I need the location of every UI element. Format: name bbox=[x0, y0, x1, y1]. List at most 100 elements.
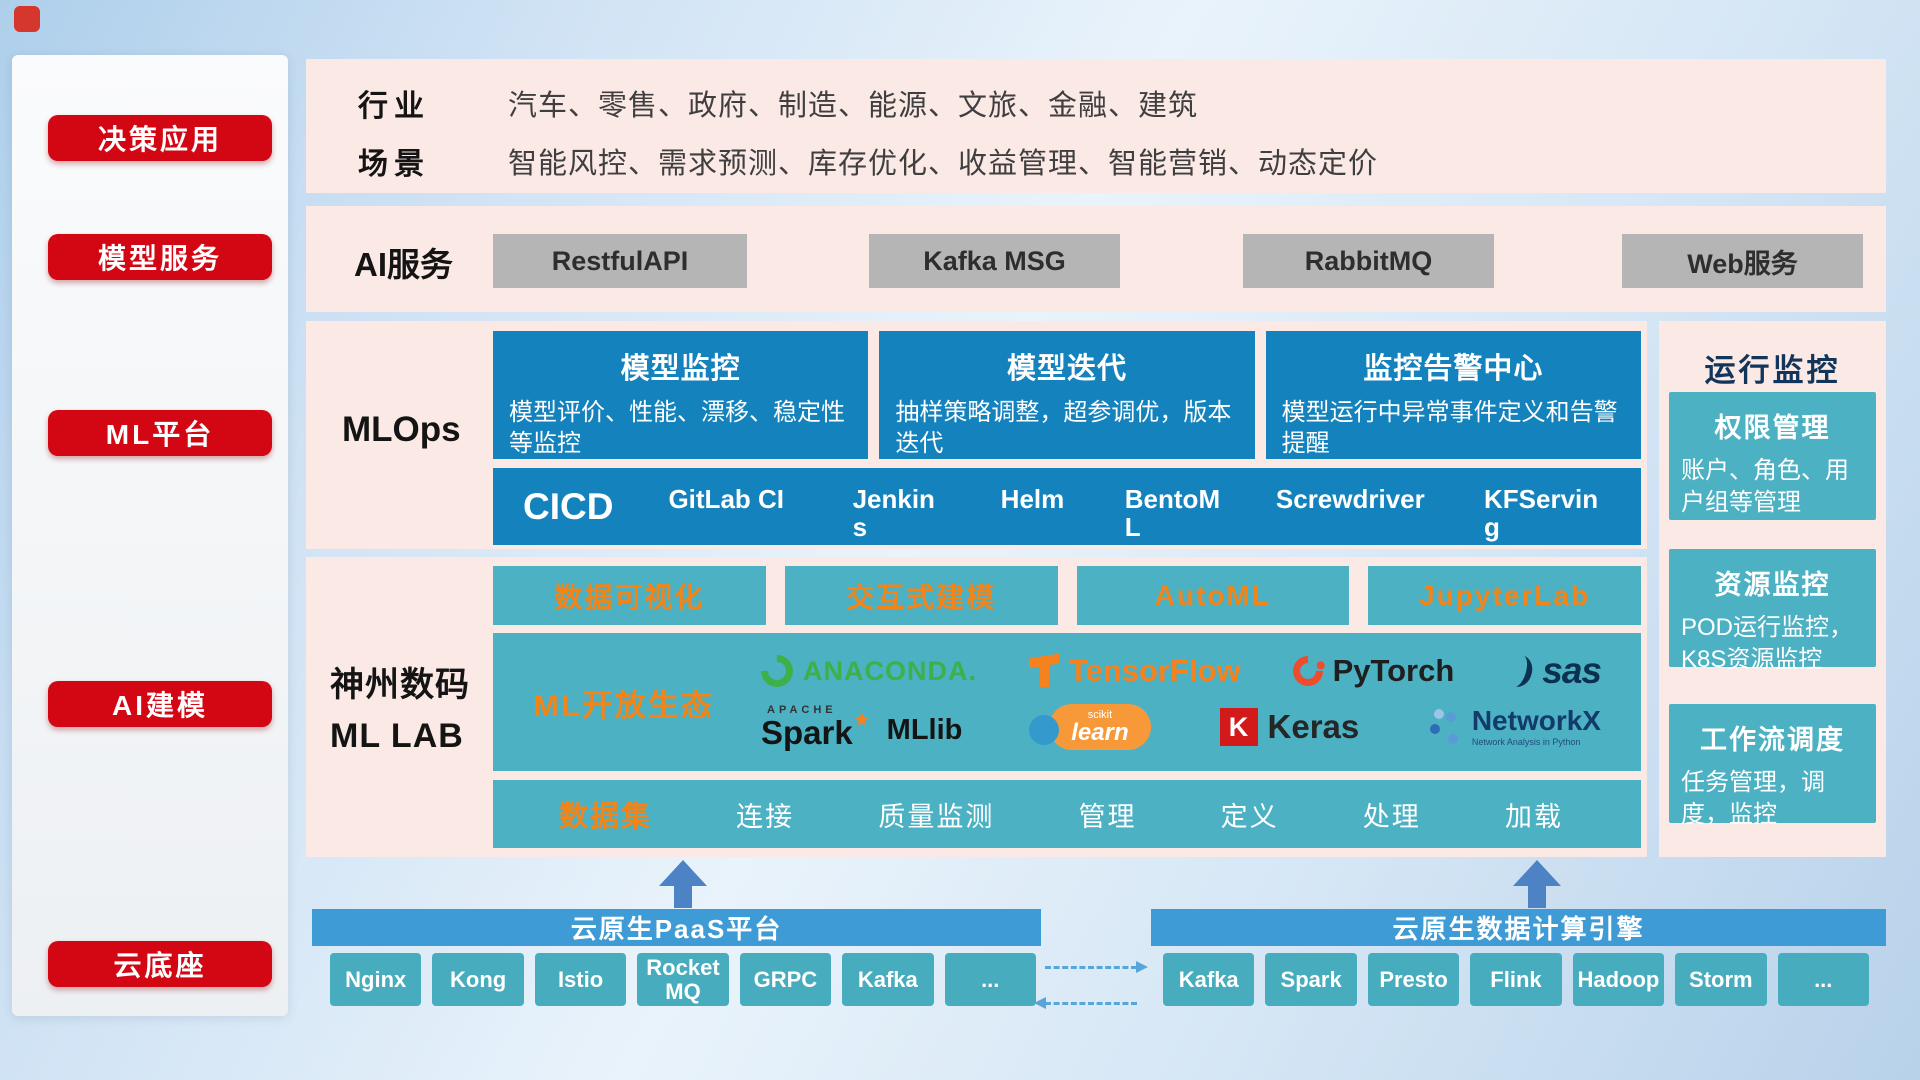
card-title: 资源监控 bbox=[1714, 570, 1831, 600]
industry-value: 汽车、零售、政府、制造、能源、文旅、金融、建筑 bbox=[508, 90, 1199, 122]
service-kafka-msg: Kafka MSG bbox=[869, 234, 1120, 288]
service-rabbitmq: RabbitMQ bbox=[1243, 234, 1494, 288]
tool-interactive-modeling: 交互式建模 bbox=[784, 566, 1058, 625]
pytorch-logo: PyTorch bbox=[1286, 649, 1455, 693]
dataset-process: 处理 bbox=[1362, 801, 1421, 832]
decision-application-panel: 行业 汽车、零售、政府、制造、能源、文旅、金融、建筑 场景 智能风控、需求预测、… bbox=[306, 59, 1886, 193]
layer-ai-modeling: AI建模 bbox=[48, 681, 272, 727]
paas-kafka: Kafka bbox=[842, 953, 934, 1006]
paas-components: Nginx Kong Istio RocketMQ GRPC Kafka ... bbox=[330, 953, 1036, 1006]
ml-ecosystem-label: ML开放生态 bbox=[533, 687, 714, 723]
scikit-learn-icon bbox=[1028, 715, 1059, 745]
card-model-iteration: 模型迭代 抽样策略调整，超参调优，版本迭代 bbox=[879, 331, 1255, 459]
industry-label: 行业 bbox=[358, 90, 430, 123]
arrow-head bbox=[659, 860, 707, 886]
logo-row-2: APACHE Spark MLlib scikit learn bbox=[761, 700, 1601, 754]
runtime-monitoring-panel: 运行监控 权限管理 账户、角色、用户组等管理 资源监控 POD运行监控，K8S资… bbox=[1659, 321, 1886, 857]
arrow-head bbox=[1513, 860, 1561, 886]
engine-hadoop: Hadoop bbox=[1572, 953, 1665, 1006]
cicd-bentoml: BentoML bbox=[1124, 484, 1221, 543]
card-title: 工作流调度 bbox=[1700, 725, 1845, 755]
sas-icon bbox=[1502, 652, 1537, 690]
mllab-label-line1: 神州数码 bbox=[330, 666, 470, 704]
networkx-logo: NetworkX Network Analysis in Python bbox=[1426, 707, 1601, 747]
paas-more: ... bbox=[944, 953, 1036, 1006]
networkx-text: NetworkX bbox=[1471, 705, 1601, 736]
cicd-helm: Helm bbox=[1000, 484, 1065, 514]
scikit-learn-logo: scikit learn bbox=[1028, 700, 1153, 754]
layer-cloud-base: 云底座 bbox=[48, 941, 272, 987]
runtime-monitoring-title: 运行监控 bbox=[1704, 353, 1841, 388]
engine-presto: Presto bbox=[1367, 953, 1460, 1006]
card-desc: 账户、角色、用户组等管理 bbox=[1681, 457, 1849, 517]
layer-model-service: 模型服务 bbox=[48, 234, 272, 280]
layer-rail: 决策应用 模型服务 ML平台 AI建模 云底座 bbox=[12, 55, 288, 1016]
card-workflow-scheduler: 工作流调度 任务管理，调度，监控 bbox=[1669, 704, 1876, 828]
engine-spark: Spark bbox=[1265, 953, 1357, 1006]
keras-text: Keras bbox=[1267, 708, 1360, 745]
tool-automl: AutoML bbox=[1076, 566, 1350, 625]
layer-ml-platform: ML平台 bbox=[48, 410, 272, 456]
dataset-manage: 管理 bbox=[1078, 801, 1137, 832]
keras-icon: K bbox=[1219, 708, 1258, 746]
card-title: 模型监控 bbox=[620, 353, 741, 385]
dashed-arrow-right bbox=[1045, 961, 1148, 973]
card-resource-monitor: 资源监控 POD运行监控，K8S资源监控 bbox=[1669, 549, 1876, 673]
dataset-label: 数据集 bbox=[559, 801, 653, 833]
engine-storm: Storm bbox=[1675, 953, 1767, 1006]
mllab-tools: 数据可视化 交互式建模 AutoML JupyterLab bbox=[493, 566, 1641, 625]
card-desc: 模型评价、性能、漂移、稳定性等监控 bbox=[509, 399, 845, 458]
networkx-caption: Network Analysis in Python bbox=[1471, 737, 1581, 747]
ecosystem-logos: ANACONDA. TensorFlow PyTorch sas bbox=[754, 648, 1627, 754]
anaconda-text: ANACONDA. bbox=[803, 655, 977, 686]
networkx-textblock: NetworkX Network Analysis in Python bbox=[1472, 707, 1601, 747]
ml-ecosystem-panel: ML开放生态 ANACONDA. TensorFlow PyTorch bbox=[493, 633, 1641, 771]
arrow-stem bbox=[1528, 886, 1546, 908]
logo-row-1: ANACONDA. TensorFlow PyTorch sas bbox=[754, 648, 1602, 694]
scene-label: 场景 bbox=[358, 148, 430, 181]
spark-caption: APACHE bbox=[767, 704, 837, 716]
card-desc: POD运行监控，K8S资源监控 bbox=[1681, 614, 1854, 674]
paas-nginx: Nginx bbox=[330, 953, 422, 1006]
dataset-load: 加载 bbox=[1504, 801, 1563, 832]
card-model-monitoring: 模型监控 模型评价、性能、漂移、稳定性等监控 bbox=[493, 331, 869, 459]
scikit-learn-text: learn bbox=[1071, 719, 1129, 747]
scikit-learn-blob: scikit learn bbox=[1048, 704, 1151, 750]
pytorch-text: PyTorch bbox=[1332, 653, 1455, 688]
paas-grpc: GRPC bbox=[739, 953, 832, 1006]
engine-more: ... bbox=[1777, 953, 1869, 1006]
tool-jupyterlab: JupyterLab bbox=[1368, 566, 1641, 625]
engine-up-arrow bbox=[1513, 860, 1561, 908]
engine-kafka: Kafka bbox=[1163, 953, 1255, 1006]
card-desc: 模型运行中异常事件定义和告警提醒 bbox=[1281, 399, 1618, 458]
spark-mllib-logo: APACHE Spark MLlib bbox=[761, 704, 962, 750]
scene-value: 智能风控、需求预测、库存优化、收益管理、智能营销、动态定价 bbox=[508, 148, 1379, 180]
model-service-panel: AI服务 RestfulAPI Kafka MSG RabbitMQ Web服务 bbox=[306, 206, 1886, 312]
dashed-arrow-left bbox=[1034, 997, 1137, 1009]
ai-modeling-panel: 神州数码 ML LAB 数据可视化 交互式建模 AutoML JupyterLa… bbox=[306, 557, 1647, 857]
tool-data-visualization: 数据可视化 bbox=[493, 566, 766, 625]
anaconda-icon bbox=[754, 648, 800, 694]
data-engine-components: Kafka Spark Presto Flink Hadoop Storm ..… bbox=[1163, 953, 1869, 1006]
scikit-caption: scikit bbox=[1087, 708, 1113, 721]
card-desc: 任务管理，调度，监控 bbox=[1681, 769, 1825, 829]
paas-istio: Istio bbox=[534, 953, 627, 1006]
ai-service-label: AI服务 bbox=[354, 246, 453, 283]
mlops-label: MLOps bbox=[342, 410, 461, 449]
service-restfulapi: RestfulAPI bbox=[493, 234, 747, 288]
paas-rocketmq: RocketMQ bbox=[637, 953, 729, 1006]
paas-platform-header: 云原生PaaS平台 bbox=[312, 909, 1041, 946]
pytorch-icon bbox=[1286, 649, 1329, 693]
paas-up-arrow bbox=[659, 860, 707, 908]
card-permission-mgmt: 权限管理 账户、角色、用户组等管理 bbox=[1669, 392, 1876, 520]
spark-text: Spark bbox=[761, 714, 853, 751]
mlops-cards: 模型监控 模型评价、性能、漂移、稳定性等监控 模型迭代 抽样策略调整，超参调优，… bbox=[493, 331, 1641, 459]
spark-logo: APACHE Spark bbox=[761, 704, 871, 750]
anaconda-logo: ANACONDA. bbox=[754, 648, 977, 694]
ml-platform-panel: MLOps 模型监控 模型评价、性能、漂移、稳定性等监控 模型迭代 抽样策略调整… bbox=[306, 321, 1647, 549]
spark-line: Spark bbox=[761, 716, 871, 749]
cicd-screwdriver: Screwdriver bbox=[1275, 484, 1425, 514]
cicd-kfserving: KFServing bbox=[1484, 484, 1599, 543]
keras-logo: K Keras bbox=[1219, 708, 1360, 746]
